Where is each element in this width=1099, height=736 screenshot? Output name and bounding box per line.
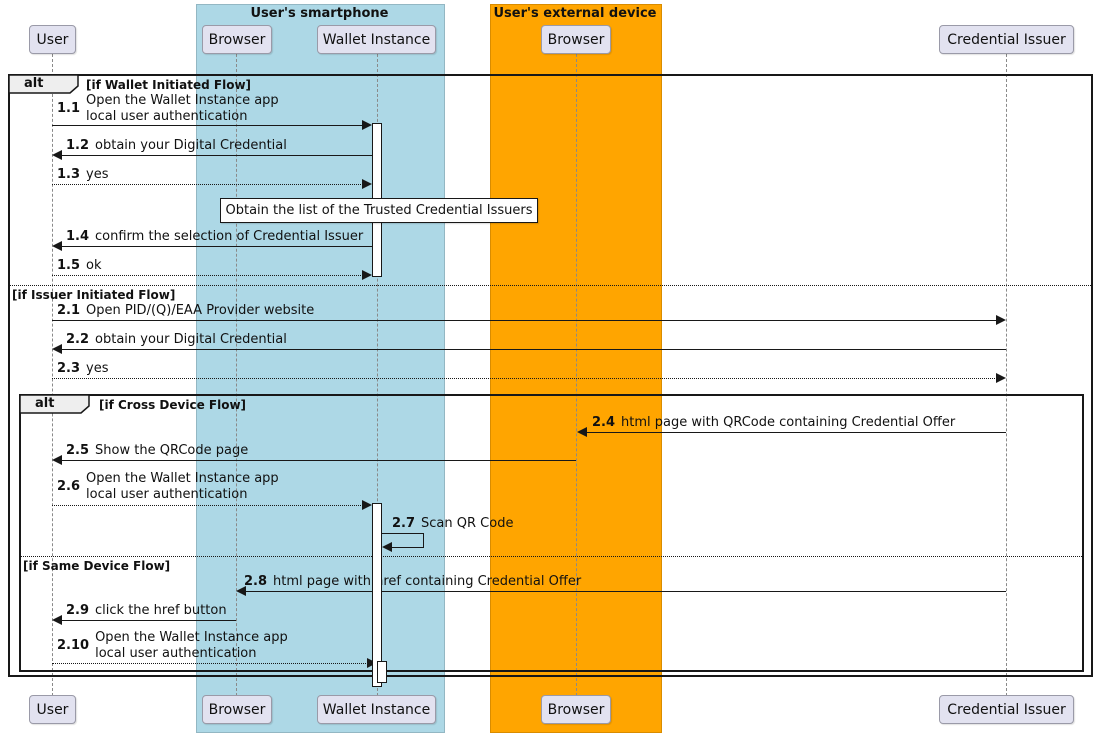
message-2.2-line xyxy=(62,349,1006,350)
participant-credential-issuer-top: Credential Issuer xyxy=(939,25,1074,54)
message-2.6-arrowhead xyxy=(362,500,372,510)
lifeline-user xyxy=(52,54,53,696)
participant-wallet-instance-bottom: Wallet Instance xyxy=(317,695,436,724)
message-1.4-arrowhead xyxy=(52,241,62,251)
lifeline-wallet-instance xyxy=(377,54,378,696)
participant-user-bottom: User xyxy=(29,695,76,724)
message-2.9-arrowhead xyxy=(52,615,62,625)
external-device-box-title: User's external device xyxy=(493,6,657,21)
lifeline-credential-issuer xyxy=(1006,54,1007,696)
alt-frame-outer-keyword: alt xyxy=(24,76,44,91)
activation-wallet-3-nested xyxy=(377,661,387,683)
message-2.8-arrowhead xyxy=(236,586,246,596)
participant-browser-smartphone-bottom: Browser xyxy=(202,695,272,724)
message-2.7-line-right xyxy=(423,533,424,547)
message-2.5-arrowhead xyxy=(52,455,62,465)
note-trusted-issuers: Obtain the list of the Trusted Credentia… xyxy=(220,198,538,223)
alt-frame-inner xyxy=(19,394,1084,672)
smartphone-box-title: User's smartphone xyxy=(250,6,389,21)
message-2.3-arrowhead xyxy=(996,373,1006,383)
message-1.2-line xyxy=(62,155,372,156)
message-2.5-line xyxy=(62,460,576,461)
message-2.3-line xyxy=(52,378,997,379)
message-2.1-line xyxy=(52,320,997,321)
message-1.3-line xyxy=(52,184,363,185)
alt-frame-outer xyxy=(8,74,1093,677)
message-2.6-line xyxy=(52,505,363,506)
message-2.7-line-bottom xyxy=(391,547,424,548)
message-1.5-arrowhead xyxy=(362,270,372,280)
alt-frame-inner-keyword: alt xyxy=(35,396,55,411)
message-2.7-line-top xyxy=(382,533,424,534)
participant-credential-issuer-bottom: Credential Issuer xyxy=(939,695,1074,724)
activation-wallet-2 xyxy=(372,503,382,687)
message-2.8-line xyxy=(246,591,1006,592)
participant-browser-external-bottom: Browser xyxy=(541,695,611,724)
message-1.5-line xyxy=(52,275,363,276)
lifeline-browser-external xyxy=(576,54,577,696)
participant-browser-smartphone-top: Browser xyxy=(202,25,272,54)
alt-frame-inner-else-guard: [if Same Device Flow] xyxy=(23,559,171,573)
alt-frame-inner-pentagon xyxy=(20,395,90,414)
alt-frame-outer-pentagon xyxy=(9,75,79,94)
message-2.7-arrowhead xyxy=(382,542,392,552)
message-2.9-line xyxy=(62,620,236,621)
message-2.1-arrowhead xyxy=(996,315,1006,325)
lifeline-browser-smartphone xyxy=(236,54,237,696)
alt-frame-outer-else-guard: [if Issuer Initiated Flow] xyxy=(12,288,176,302)
participant-browser-external-top: Browser xyxy=(541,25,611,54)
participant-wallet-instance-top: Wallet Instance xyxy=(317,25,436,54)
message-1.3-arrowhead xyxy=(362,179,372,189)
message-2.4-line xyxy=(587,432,1006,433)
message-2.2-arrowhead xyxy=(52,344,62,354)
message-2.4-arrowhead xyxy=(577,427,587,437)
message-1.1-arrowhead xyxy=(362,120,372,130)
alt-frame-inner-else-divider xyxy=(19,556,1084,557)
alt-frame-outer-else-divider xyxy=(8,285,1093,286)
message-1.2-arrowhead xyxy=(52,150,62,160)
alt-frame-inner-if-guard: [if Cross Device Flow] xyxy=(99,398,247,412)
participant-user-top: User xyxy=(29,25,76,54)
alt-frame-outer-if-guard: [if Wallet Initiated Flow] xyxy=(86,78,252,92)
message-2.10-line xyxy=(52,663,368,664)
message-1.1-line xyxy=(52,125,363,126)
message-1.4-line xyxy=(62,246,372,247)
